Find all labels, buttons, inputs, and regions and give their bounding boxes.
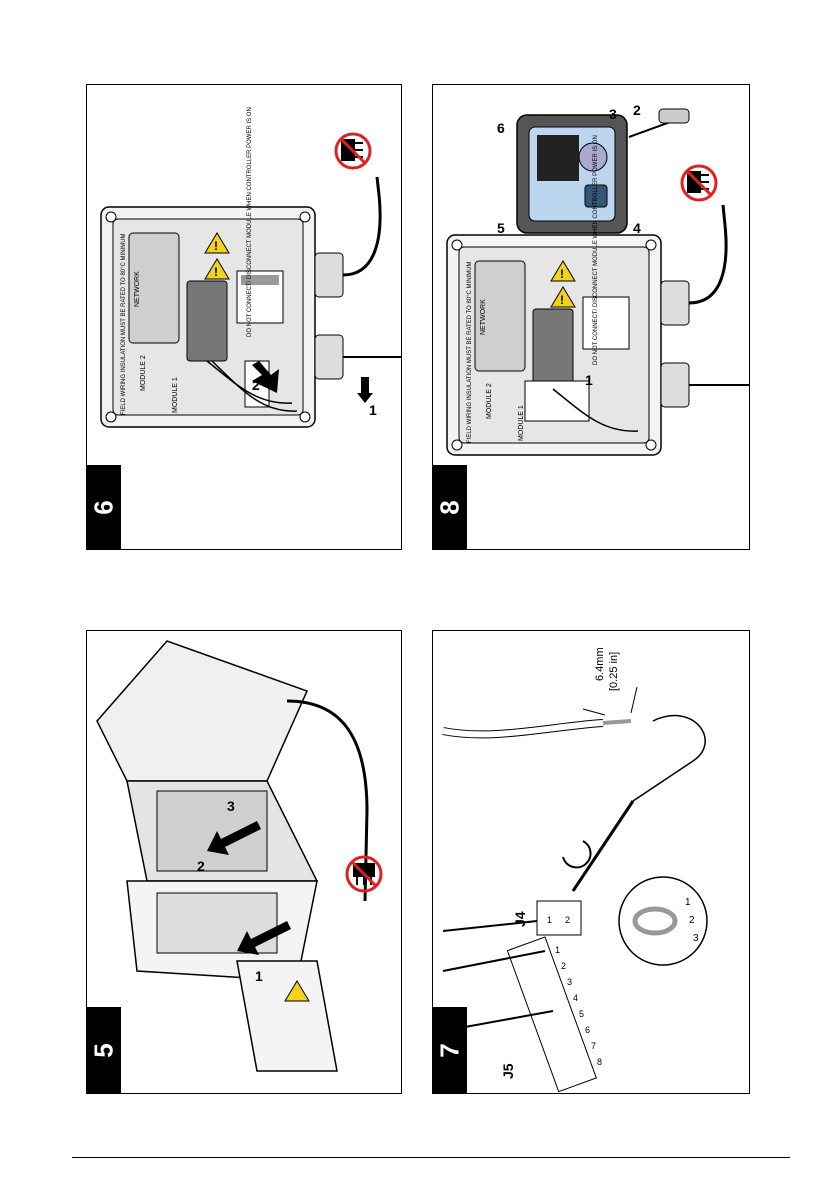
module-2-label: MODULE 2	[486, 383, 493, 419]
j5-pin: 2	[561, 961, 566, 971]
detail-magnifier	[618, 876, 708, 966]
footer-rule	[72, 1157, 790, 1158]
callout-1: 1	[585, 372, 593, 388]
arrow-icon	[237, 921, 291, 955]
j5-pin: 3	[567, 977, 572, 987]
figure-panel-step-8: 6 5 2 4 3 ! ! MODULE 1 MODULE 2 FIELD WI…	[432, 84, 750, 550]
svg-text:!: !	[214, 265, 218, 279]
enclosure-wiring-illustration: ! ! MODULE 1 MODULE 2 FIELD WIRING INSUL…	[100, 107, 401, 428]
figure-panel-step-7: 6.4mm [0.25 in] J4 1 2 J5 1 2 3 4 5 6 7 …	[432, 630, 750, 1094]
connector-j4-label: J4	[512, 911, 528, 927]
detail-pin-1: 1	[685, 897, 691, 908]
j5-pin-numbers: 1 2 3 4 5 6 7 8	[555, 945, 602, 1067]
controller-enclosure-illustration: 6 5 2 4 3 ! ! MODULE 1 MODULE 2 FIELD WI…	[446, 102, 749, 456]
step-number: 6	[88, 499, 119, 515]
step-number-badge: 7	[433, 1007, 467, 1093]
callout-2: 2	[197, 858, 205, 874]
arrow-icon	[357, 377, 373, 403]
strip-length-mm: 6.4mm	[594, 647, 606, 681]
warning-label: DO NOT CONNECT/ DISCONNECT MODULE WHEN C…	[593, 135, 599, 365]
step-number-badge: 5	[87, 1007, 121, 1093]
detail-pin-3: 3	[693, 933, 699, 944]
step-number-badge: 6	[87, 465, 121, 549]
no-power-plug-icon	[680, 164, 718, 202]
step-number: 7	[434, 1042, 465, 1058]
figure-panel-step-6: ! ! MODULE 1 MODULE 2 FIELD WIRING INSUL…	[86, 84, 402, 550]
field-wiring-label: FIELD WIRING INSULATION MUST BE RATED TO…	[121, 233, 127, 415]
svg-text:!: !	[560, 293, 564, 307]
network-label: NETWORK	[134, 271, 141, 307]
callout-2: 2	[252, 377, 260, 393]
figure-panel-step-5: 1 2 3 5	[86, 630, 402, 1094]
module-2-label: MODULE 2	[140, 355, 147, 391]
strip-length-in: [0.25 in]	[608, 652, 620, 691]
rotate-arrow-icon	[562, 840, 592, 869]
callout-5: 5	[497, 220, 505, 236]
j5-pin: 4	[573, 993, 578, 1003]
callout-3: 3	[609, 106, 617, 122]
j4-pin-1: 1	[547, 915, 552, 925]
module-1-label: MODULE 1	[172, 377, 179, 413]
wire-terminal-illustration: 6.4mm [0.25 in] J4 1 2 J5 1 2 3 4 5 6 7 …	[442, 647, 708, 1093]
connector-j5-label: J5	[500, 1063, 516, 1079]
callout-1: 1	[369, 402, 377, 418]
warning-label: DO NOT CONNECT/ DISCONNECT MODULE WHEN C…	[247, 107, 253, 337]
callout-1: 1	[255, 968, 263, 984]
j5-pin: 8	[597, 1057, 602, 1067]
callout-6: 6	[497, 120, 505, 136]
callout-3: 3	[227, 798, 235, 814]
callout-2-controller: 2	[633, 102, 641, 118]
callout-4: 4	[633, 220, 641, 236]
step-number: 8	[434, 499, 465, 515]
network-label: NETWORK	[480, 299, 487, 335]
field-wiring-label: FIELD WIRING INSULATION MUST BE RATED TO…	[467, 261, 473, 443]
svg-text:!: !	[214, 239, 218, 253]
j4-pin-2: 2	[565, 915, 570, 925]
j5-pin: 5	[579, 1009, 584, 1019]
step-number: 5	[88, 1042, 119, 1058]
no-power-plug-icon	[334, 132, 372, 170]
svg-text:!: !	[560, 267, 564, 281]
j5-pin: 7	[591, 1041, 596, 1051]
module-1-label: MODULE 1	[518, 405, 525, 441]
no-power-plug-icon	[345, 855, 383, 893]
module-install-illustration: 1 2 3	[96, 640, 383, 1072]
j5-pin: 6	[585, 1025, 590, 1035]
arrow-icon	[252, 361, 279, 393]
arrow-icon	[207, 821, 261, 855]
step-number-badge: 8	[433, 465, 467, 549]
detail-pin-2: 2	[689, 915, 695, 926]
j5-pin: 1	[555, 945, 560, 955]
